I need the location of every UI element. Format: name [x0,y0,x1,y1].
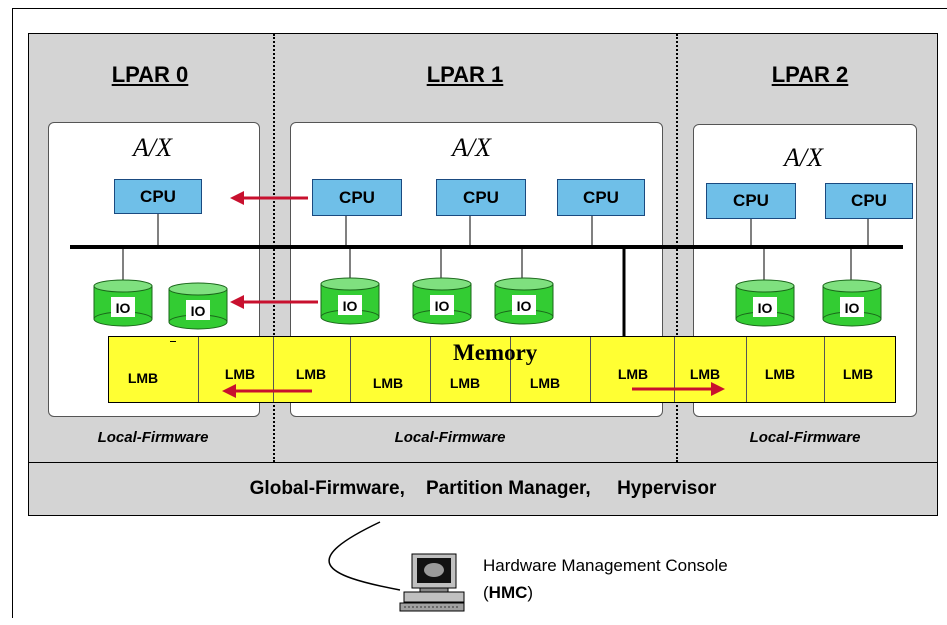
io-label: IO [116,300,131,316]
frame-top-border [12,8,947,9]
lpar-1-title: LPAR 1 [426,62,504,87]
lpar-2-title: LPAR 2 [771,62,849,87]
lpar-1-io-1: IO [320,277,380,325]
lpar-0-local-firmware: Local-Firmware [97,429,209,446]
lpar-2-local-firmware: Local-Firmware [749,429,861,446]
lpar-0-io-1: IO [93,279,153,327]
lpar-0-os-label: A/X [133,133,172,162]
lmb-6: LMB [529,375,561,391]
cylinder-disk-icon [494,277,554,325]
lpar-2-io-2: IO [822,279,882,327]
lpar-1-io-3: IO [494,277,554,325]
lmb-10: LMB [842,366,874,382]
hmc-acronym: HMC [488,583,528,602]
lpar-0-title: LPAR 0 [111,62,189,87]
lpar-2-io-1: IO [735,279,795,327]
cylinder-disk-icon [93,279,153,327]
global-firmware-label: Global-Firmware, Partition Manager, Hype… [249,478,717,499]
cylinder-disk-icon [735,279,795,327]
memory-title: Memory [453,340,538,365]
cylinder-disk-icon [320,277,380,325]
lpar-1-io-2: IO [412,277,472,325]
lpar-0-cpu: CPU [114,179,202,214]
lpar-2-cpu-2: CPU [825,183,913,219]
cylinder-disk-icon [168,282,228,330]
cylinder-disk-icon [412,277,472,325]
io-label: IO [191,303,206,319]
hmc-cable [328,521,401,591]
lpar-1-local-firmware: Local-Firmware [394,429,506,446]
memory-tick-mark [170,341,176,342]
lmb-4: LMB [372,375,404,391]
cylinder-disk-icon [822,279,882,327]
computer-terminal-icon [399,553,465,612]
lpar-0-io-2: IO [168,282,228,330]
io-label: IO [845,300,860,316]
lmb-2: LMB [224,366,256,382]
io-label: IO [435,298,450,314]
hmc-title: Hardware Management Console [483,556,728,575]
lpar-1-os-label: A/X [452,133,491,162]
io-label: IO [758,300,773,316]
lmb-1: LMB [127,370,159,386]
lmb-5: LMB [449,375,481,391]
lmb-8: LMB [689,366,721,382]
hmc-close-paren: ) [527,583,534,602]
lmb-9: LMB [764,366,796,382]
frame-left-border [12,8,13,618]
lpar-2-cpu-1: CPU [706,183,796,219]
hmc-open-paren: ( [483,583,489,602]
io-label: IO [517,298,532,314]
lpar-1-cpu-3: CPU [557,179,645,216]
lmb-7: LMB [617,366,649,382]
lmb-3: LMB [295,366,327,382]
hmc-abbrev: (HMC) [483,583,533,603]
io-label: IO [343,298,358,314]
lpar-2-os-label: A/X [784,143,823,172]
lpar-1-cpu-2: CPU [436,179,526,216]
global-firmware-divider [28,462,938,463]
lpar-1-cpu-1: CPU [312,179,402,216]
